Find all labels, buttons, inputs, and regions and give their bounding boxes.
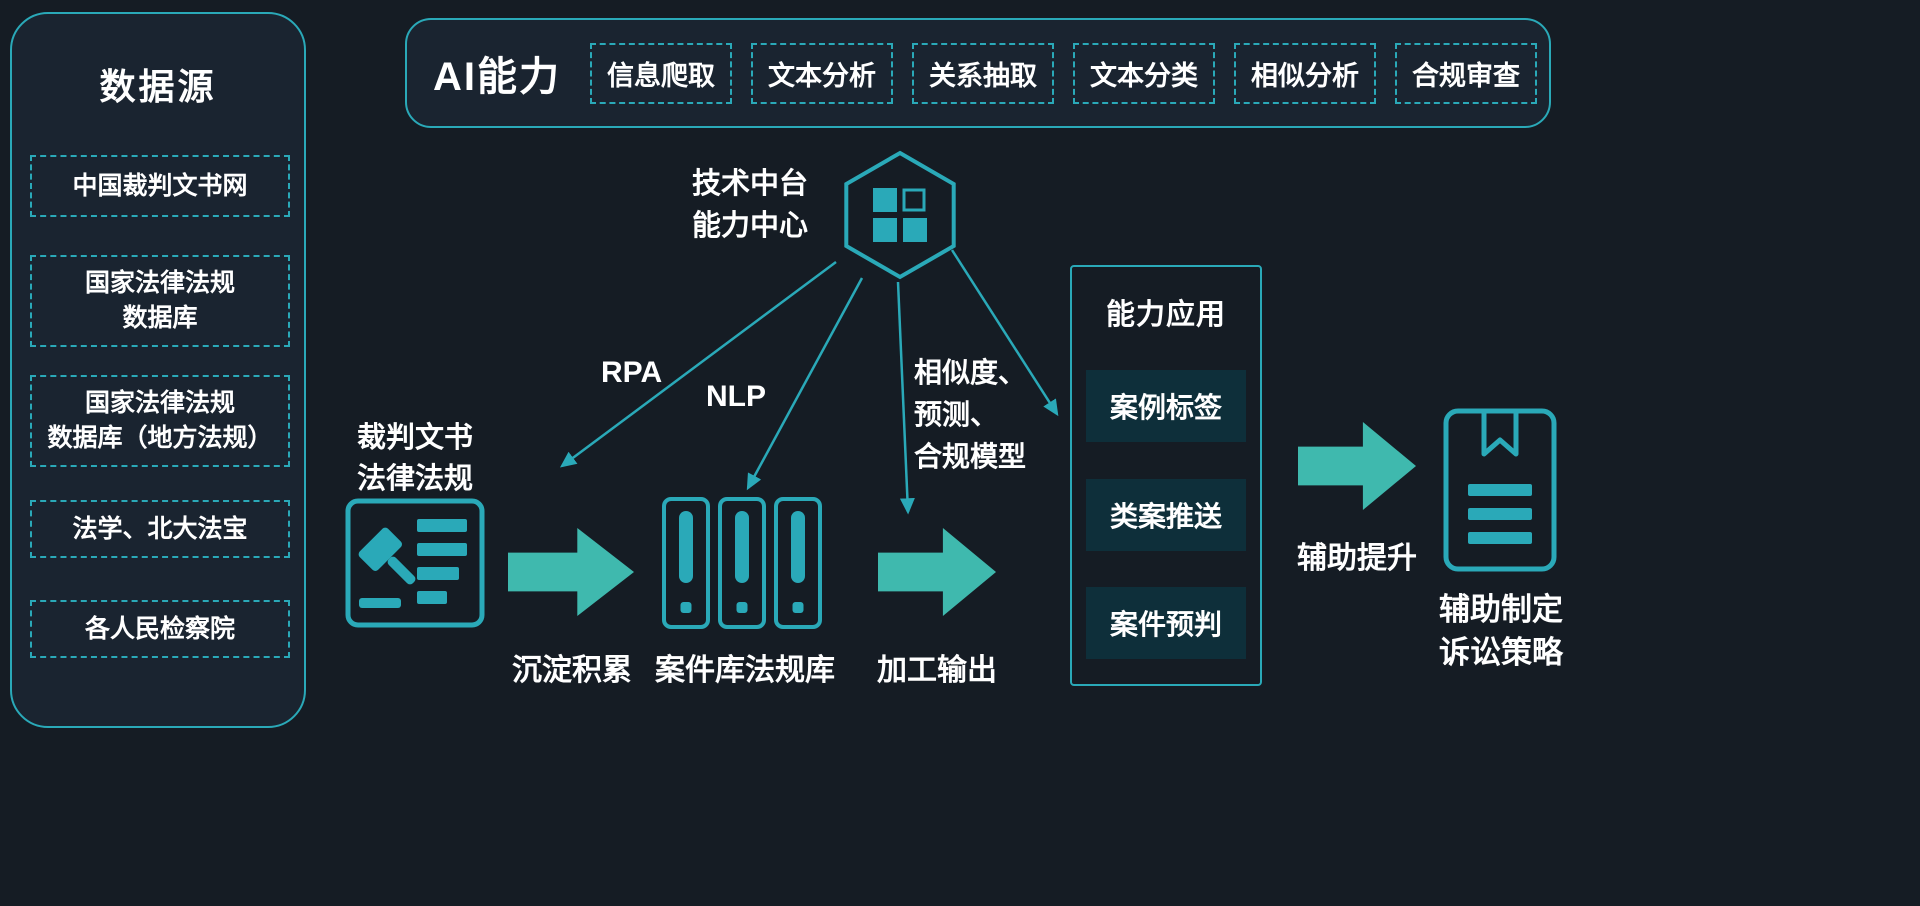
data-source-item: 各人民检察院 [30,600,290,658]
ai-capability-title: AI能力 [433,55,561,99]
tech-platform-hexagon-icon [838,150,962,280]
case-library-icons [662,497,822,629]
capability-application-item: 类案推送 [1086,479,1246,551]
data-source-item: 国家法律法规 数据库 [30,255,290,347]
data-source-title: 数据源 [99,66,217,107]
ai-capability-chip: 关系抽取 [912,42,1054,104]
strategy-document-icon [1443,408,1557,572]
capability-application-box: 能力应用 案例标签 类案推送 案件预判 [1070,265,1262,686]
model-label: 相似度、 预测、 合规模型 [914,357,1027,472]
case-binder-icon [662,497,710,629]
capability-application-item: 案例标签 [1086,370,1246,442]
judgment-document-icon [345,498,485,628]
data-source-item: 法学、北大法宝 [30,500,290,558]
library-label: 案件库法规库 [655,654,835,687]
assist-label: 辅助提升 [1297,542,1417,575]
capability-application-title: 能力应用 [1105,299,1226,331]
ai-capability-chip: 文本分类 [1073,42,1215,104]
tech-platform-label: 技术中台 能力中心 [691,168,808,243]
nlp-label: NLP [706,380,766,413]
source-document-label: 裁判文书 法律法规 [356,422,473,495]
data-source-item: 国家法律法规 数据库（地方法规） [30,375,290,467]
accumulate-label: 沉淀积累 [512,654,632,687]
ai-capability-chip: 信息爬取 [590,42,732,104]
rpa-label: RPA [601,356,663,389]
flow-arrow-accumulate [508,528,634,616]
case-binder-icon [774,497,822,629]
ai-capability-chip: 相似分析 [1234,42,1376,104]
data-source-item: 中国裁判文书网 [30,155,290,217]
ai-capability-chip: 文本分析 [751,42,893,104]
capability-application-item: 案件预判 [1086,587,1246,659]
case-binder-icon [718,497,766,629]
output-label: 加工输出 [877,654,997,687]
ai-capability-panel: AI能力 信息爬取 文本分析 关系抽取 文本分类 相似分析 合规审查 [405,18,1551,128]
data-source-panel: 数据源 中国裁判文书网 国家法律法规 数据库 国家法律法规 数据库（地方法规） … [10,12,306,728]
flow-arrow-output [878,528,996,616]
ai-capability-chip: 合规审查 [1395,42,1537,104]
result-label: 辅助制定 诉讼策略 [1439,592,1563,671]
flow-arrow-assist [1298,422,1416,510]
